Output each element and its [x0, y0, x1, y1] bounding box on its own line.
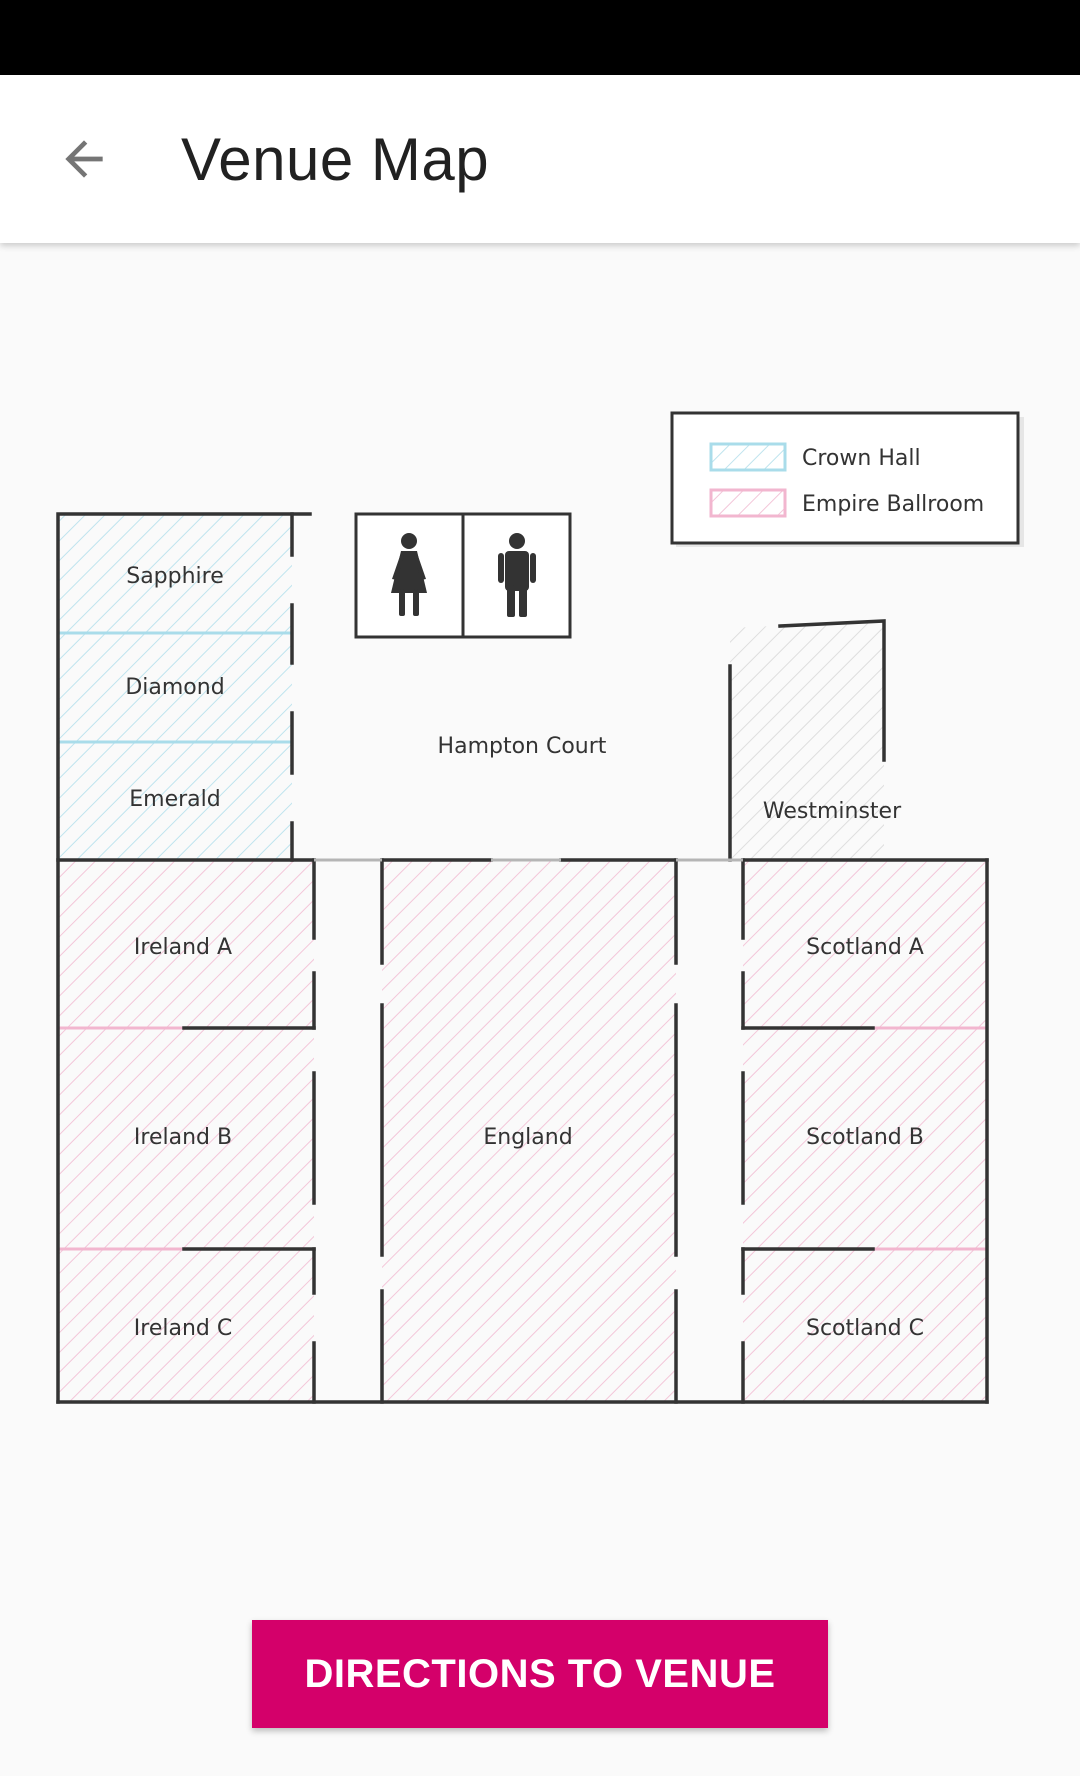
room-label-scotland-b: Scotland B	[806, 1125, 924, 1150]
legend-label-empire-ballroom: Empire Ballroom	[802, 492, 984, 517]
room-england[interactable]	[382, 860, 676, 1402]
back-button[interactable]	[40, 115, 128, 203]
legend-box	[670, 411, 1020, 545]
room-label-scotland-c: Scotland C	[806, 1316, 924, 1341]
room-label-ireland-c: Ireland C	[134, 1316, 232, 1341]
empire-ballroom-rooms: Ireland A Ireland B Ireland C England Sc…	[58, 860, 987, 1402]
legend-label-crown-hall: Crown Hall	[802, 446, 921, 471]
room-westminster[interactable]	[730, 621, 884, 860]
legend-swatch-crown-hall	[709, 442, 787, 472]
app-bar: Venue Map	[0, 75, 1080, 243]
restrooms	[354, 512, 572, 639]
room-label-sapphire: Sapphire	[126, 564, 224, 589]
room-label-ireland-a: Ireland A	[134, 935, 232, 960]
status-bar	[0, 0, 1080, 75]
venue-map: Crown Hall Empire Ballroom Sapphire Diam…	[0, 243, 1080, 1563]
legend-swatch-empire-ballroom	[709, 488, 787, 518]
directions-to-venue-button[interactable]: DIRECTIONS TO VENUE	[252, 1620, 828, 1728]
walls	[56, 512, 989, 1404]
crown-hall-rooms: Sapphire Diamond Emerald	[58, 514, 292, 860]
room-scotland[interactable]	[743, 860, 987, 1402]
room-label-ireland-b: Ireland B	[134, 1125, 232, 1150]
man-icon	[498, 533, 536, 617]
venue-map-svg: Crown Hall Empire Ballroom Sapphire Diam…	[56, 411, 1024, 1404]
room-label-scotland-a: Scotland A	[806, 935, 924, 960]
woman-icon	[391, 533, 427, 616]
room-label-emerald: Emerald	[129, 787, 220, 812]
room-label-diamond: Diamond	[125, 675, 224, 700]
room-ireland[interactable]	[58, 860, 314, 1402]
room-label-westminster: Westminster	[763, 799, 902, 824]
arrow-left-icon	[65, 140, 103, 178]
page-title: Venue Map	[181, 126, 490, 193]
room-label-england: England	[483, 1125, 572, 1150]
room-label-hampton-court: Hampton Court	[438, 734, 607, 759]
legend: Crown Hall Empire Ballroom	[670, 411, 1024, 547]
room-sapphire[interactable]	[58, 514, 292, 860]
westminster-room[interactable]: Westminster	[730, 621, 902, 860]
